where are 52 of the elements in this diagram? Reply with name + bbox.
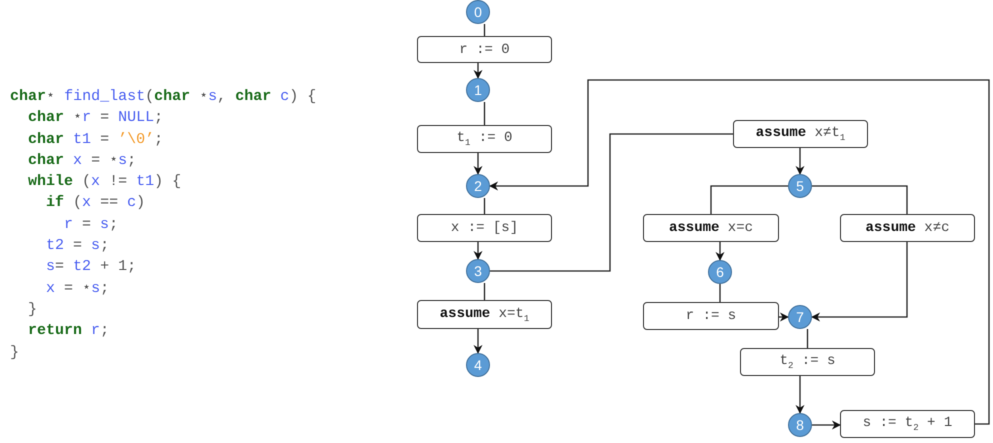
location-circle: 8 [788,413,812,437]
connector-line [806,329,808,348]
location-circle: 3 [466,259,490,283]
arrow [796,148,804,175]
arrow [489,79,990,425]
code-line: if (x == c) [45,193,146,214]
location-circle: 4 [466,353,490,377]
code-line: char x = ⋆s; [27,150,136,171]
arrow [474,242,482,260]
connector-line [719,284,721,302]
connector-line [484,102,486,125]
connector-line [490,133,733,272]
statement-box: t$_{2}$ := s [740,348,875,376]
code-line: while (x != t1) { [27,172,182,192]
arrow [811,242,908,322]
arrow [474,63,482,79]
location-circle: 1 [466,78,490,102]
location-circle: 5 [788,174,812,198]
code-line: } [10,342,20,363]
code-line: char ⋆r = NULL; [27,108,164,128]
arrow [474,153,482,175]
code-line: s= t2 + 1; [45,257,136,278]
location-circle: 6 [708,260,732,284]
statement-box: s := t$_{2}$ + 1 [840,410,975,438]
arrow [474,329,482,354]
statement-box: t$_{1}$ := 0 [417,125,552,153]
code-line: t2 = s; [45,236,110,256]
statement-box: x := [s] [417,214,552,242]
arrow [779,312,789,322]
code-line: } [27,300,38,320]
code-line: x = ⋆s; [45,278,110,299]
code-line: r = s; [63,214,118,235]
arrow [716,242,724,261]
connector-line [812,185,908,214]
statement-box: assume x=t$_{1}$ [417,300,552,329]
statement-box: assume x=c [643,214,779,242]
statement-box: r := s [643,302,779,330]
location-circle: 2 [466,174,490,198]
location-circle: 7 [788,305,812,329]
location-circle: 0 [466,0,490,24]
statement-box: assume x≠c [840,214,975,242]
arrow [812,420,841,430]
code-line: char⋆ find_last(char ⋆s, char c) { [10,87,316,107]
statement-box: assume x≠t$_{1}$ [733,120,868,148]
connector-line [484,198,486,214]
code-line: char t1 = ’\0’; [27,130,164,150]
arrow [796,376,804,414]
connector-line [710,185,788,214]
connector-line [484,283,486,300]
statement-box: r := 0 [417,36,552,63]
code-line: return r; [27,321,110,342]
connector-line [484,24,486,36]
